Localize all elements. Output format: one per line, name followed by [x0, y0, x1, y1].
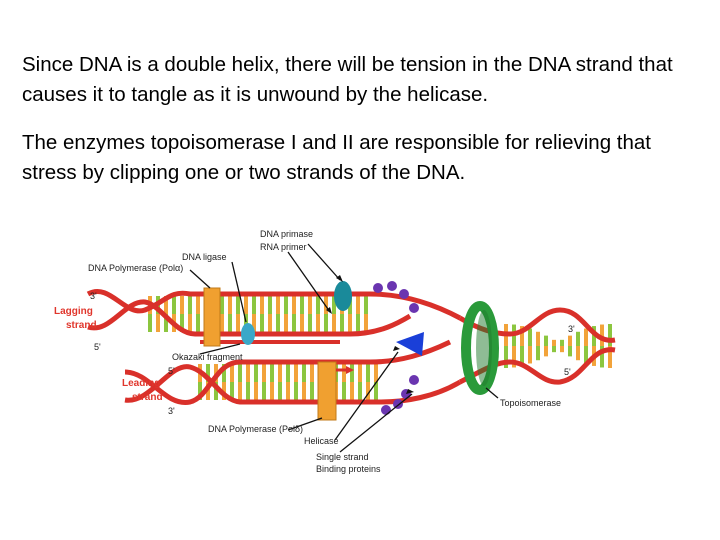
label-rna-primer: RNA primer	[260, 242, 307, 252]
dna-polymerase-delta	[318, 362, 336, 420]
label-three-prime-upper: 3'	[90, 291, 97, 301]
label-dna-ligase: DNA ligase	[182, 252, 227, 262]
label-lagging-1: Lagging	[54, 306, 93, 317]
paragraph-topoisomerase: The enzymes topoisomerase I and II are r…	[22, 128, 702, 188]
label-three-prime-right: 3'	[568, 324, 575, 334]
label-helicase: Helicase	[304, 436, 339, 446]
label-leading-2: strand	[132, 392, 163, 403]
label-lagging-2: strand	[66, 320, 97, 331]
label-dna-polymerase-delta: DNA Polymerase (Polδ)	[208, 424, 303, 434]
paragraph-helix-tension: Since DNA is a double helix, there will …	[22, 50, 702, 110]
label-five-prime-right: 5'	[564, 367, 571, 377]
dna-primase	[334, 281, 352, 311]
label-okazaki-fragment: Okazaki fragment	[172, 352, 243, 362]
label-ssb-2: Binding proteins	[316, 464, 381, 474]
dna-ligase	[241, 323, 255, 345]
label-five-prime-upper: 5'	[94, 342, 101, 352]
label-ssb-1: Single strand	[316, 452, 369, 462]
dna-polymerase-alpha	[204, 288, 220, 346]
label-three-prime-lower: 3'	[168, 406, 175, 416]
label-topoisomerase: Topoisomerase	[500, 398, 561, 408]
pointer-lines	[190, 244, 498, 452]
label-dna-polymerase-alpha: DNA Polymerase (Polα)	[88, 263, 183, 273]
lagging-strand-base-pairs	[150, 296, 366, 332]
label-dna-primase: DNA primase	[260, 229, 313, 239]
topoisomerase-ring-front	[476, 310, 492, 386]
dna-replication-diagram: DNA primase RNA primer DNA ligase DNA Po…	[40, 222, 640, 482]
label-leading-1: Leading	[122, 378, 160, 389]
text-block: Since DNA is a double helix, there will …	[22, 50, 702, 206]
helicase	[396, 332, 424, 356]
label-five-prime-lower: 5'	[168, 366, 175, 376]
